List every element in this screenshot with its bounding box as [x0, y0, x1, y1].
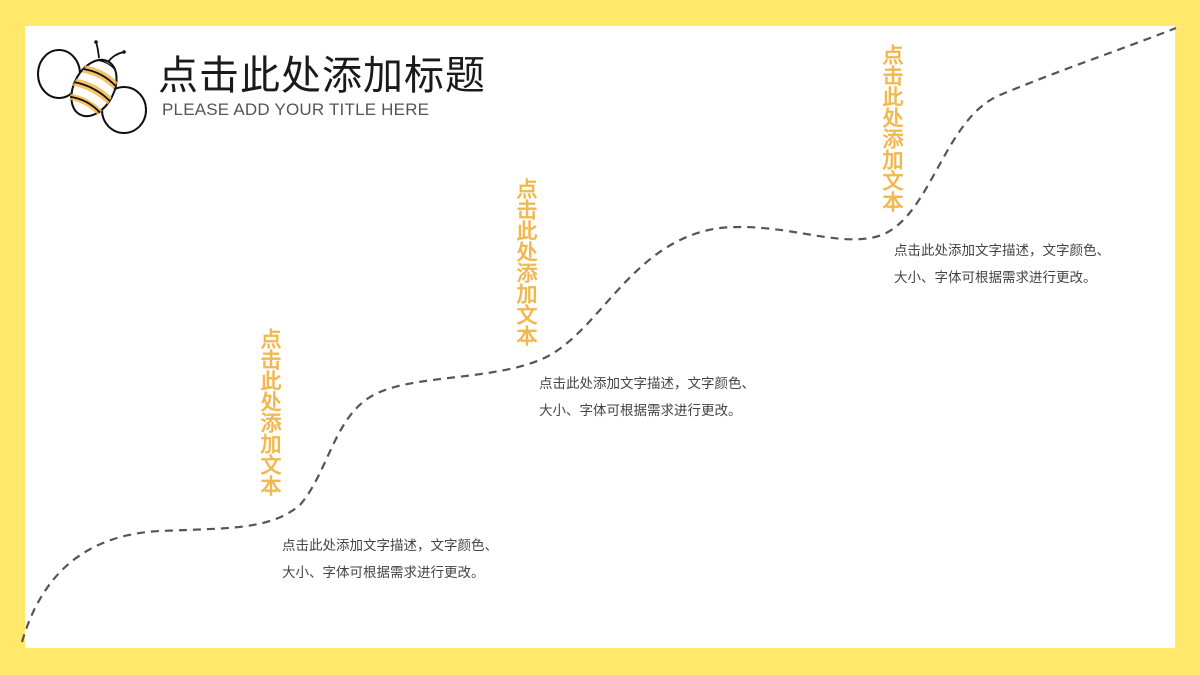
step-2-description[interactable]: 点击此处添加文字描述，文字颜色、大小、字体可根据需求进行更改。 [539, 376, 755, 419]
step-1-heading[interactable]: 点击此处添加文本 [258, 328, 282, 496]
step-3-heading[interactable]: 点击此处添加文本 [880, 44, 904, 212]
page-title[interactable]: 点击此处添加标题 [158, 53, 486, 99]
step-2-heading[interactable]: 点击此处添加文本 [514, 178, 538, 346]
page-subtitle[interactable]: PLEASE ADD YOUR TITLE HERE [162, 100, 430, 119]
bee-icon [37, 40, 147, 134]
step-1-description[interactable]: 点击此处添加文字描述，文字颜色、大小、字体可根据需求进行更改。 [282, 538, 498, 581]
step-3-description[interactable]: 点击此处添加文字描述，文字颜色、大小、字体可根据需求进行更改。 [894, 243, 1110, 286]
